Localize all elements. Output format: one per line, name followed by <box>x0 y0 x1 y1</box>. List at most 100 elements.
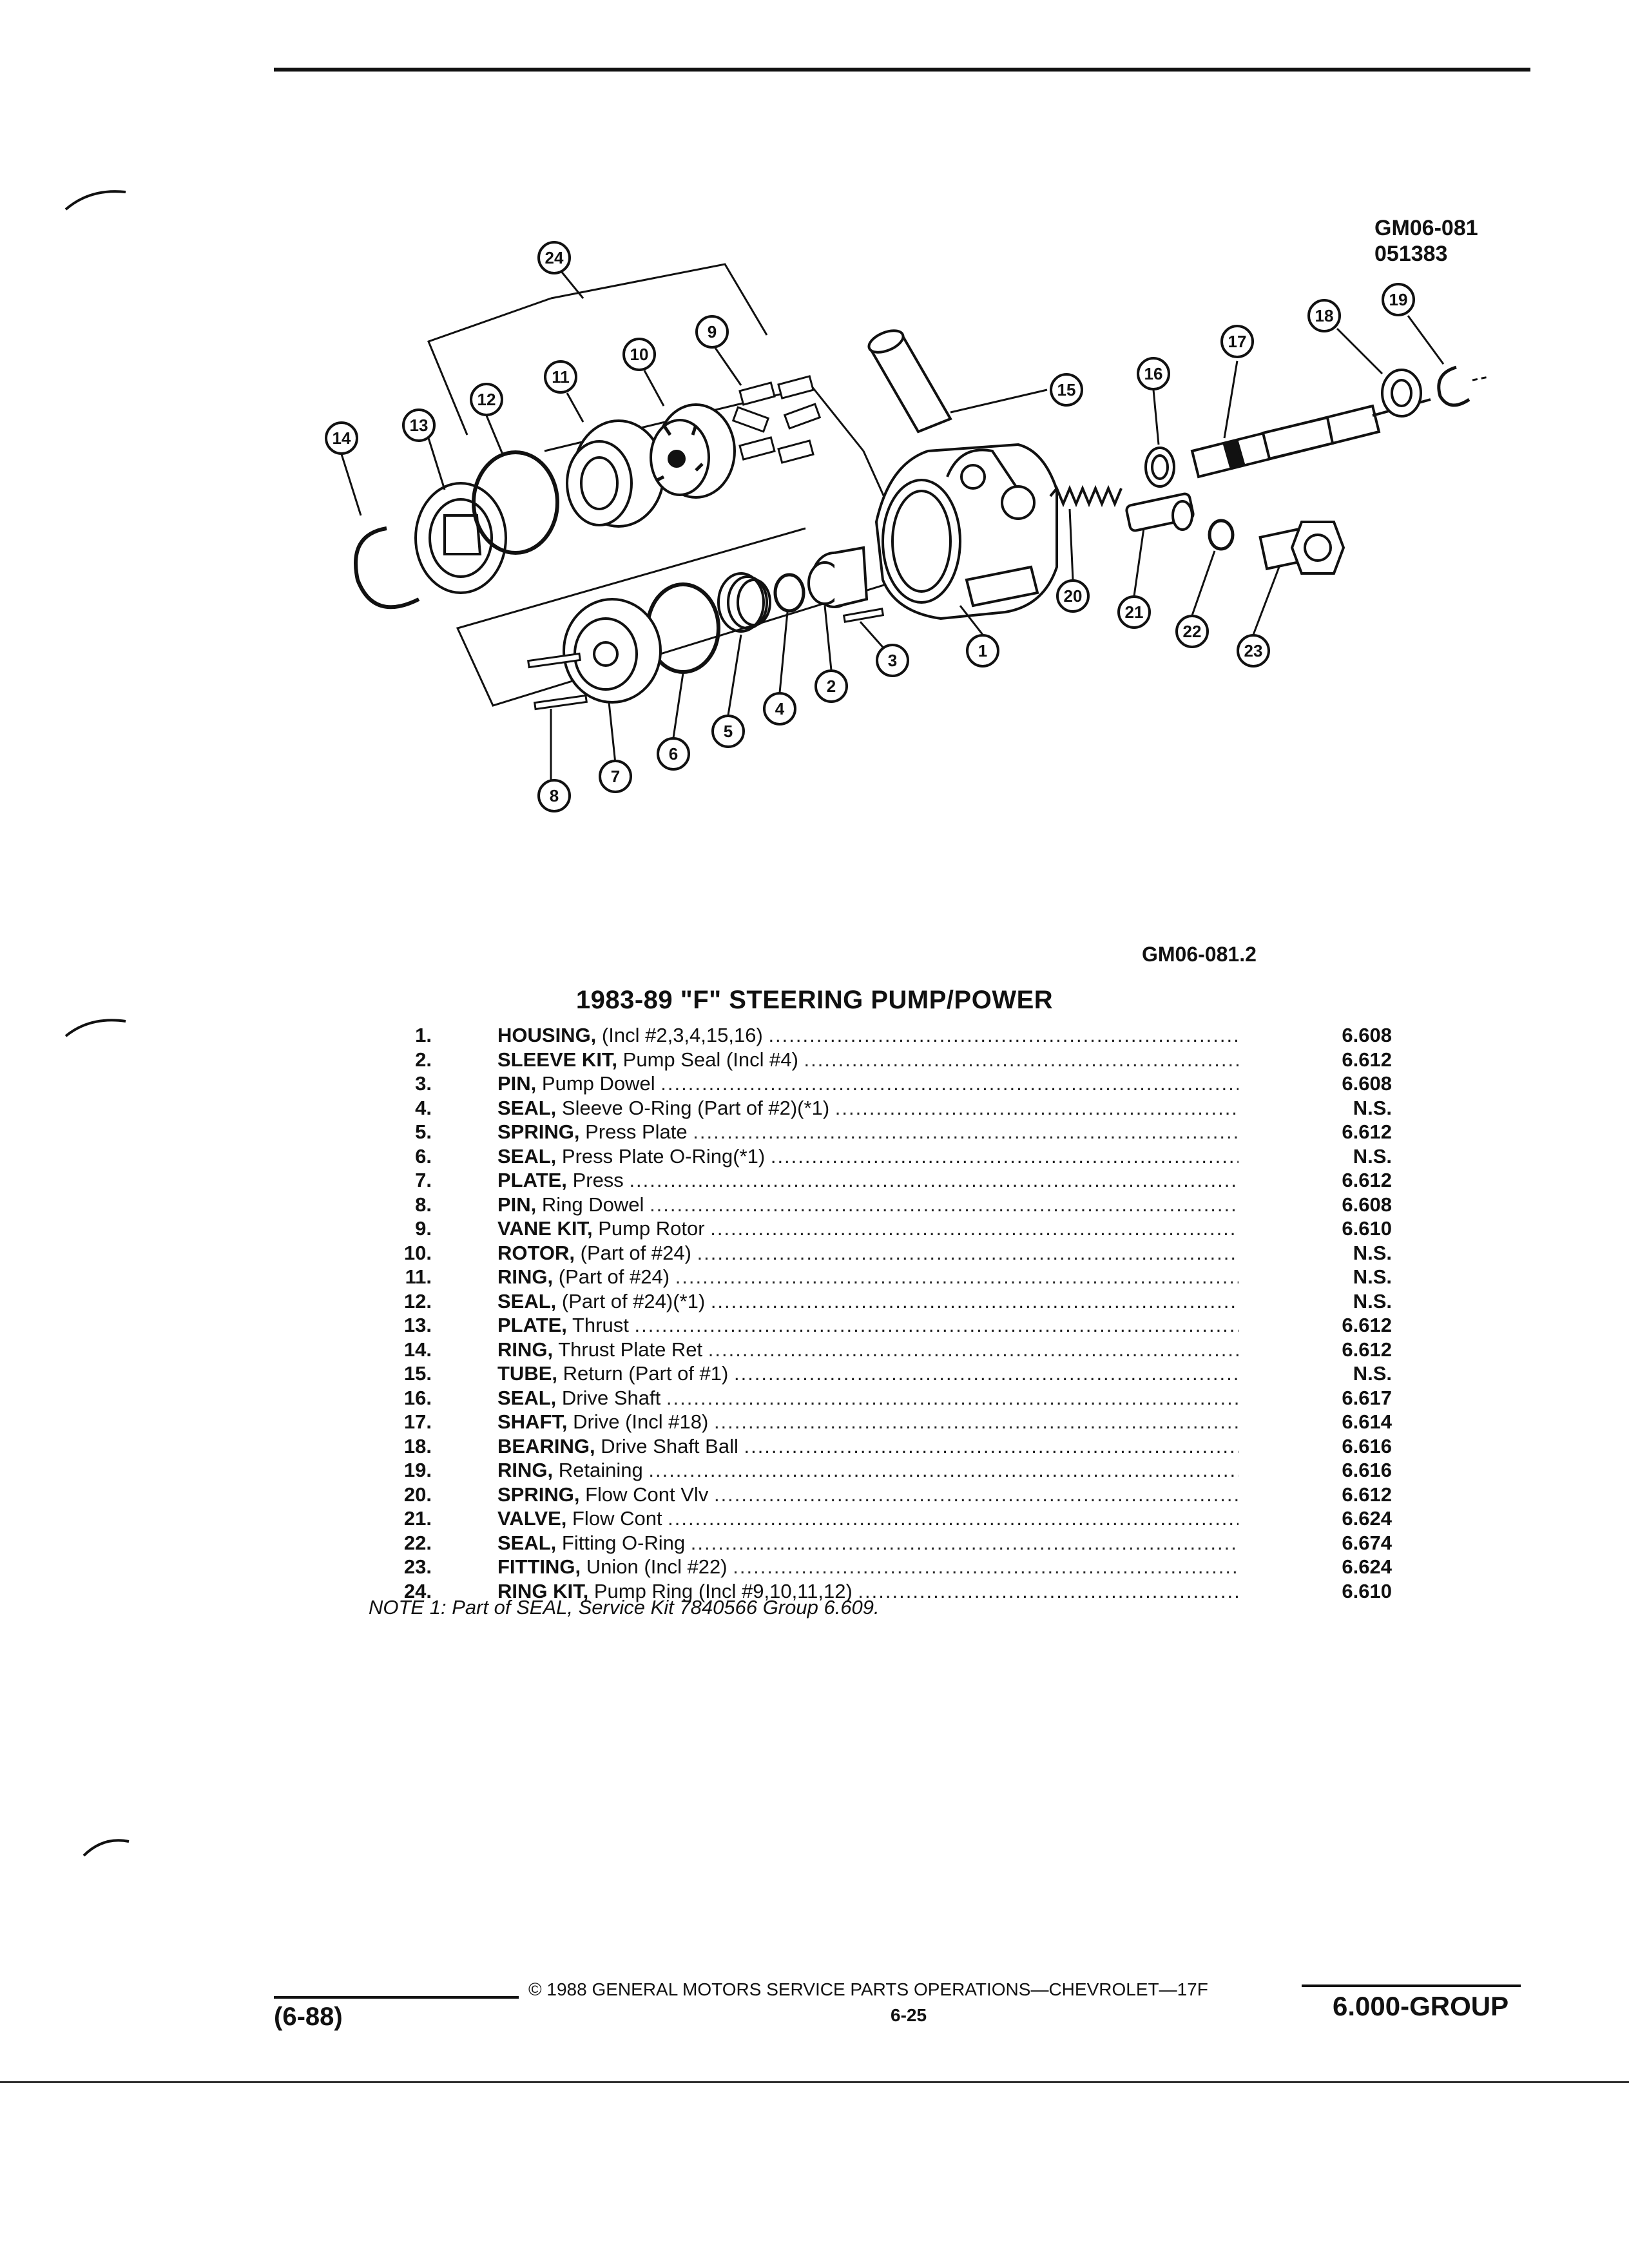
part-description: SPRING, Flow Cont Vlv ..................… <box>497 1483 1239 1506</box>
leader-dots: ........................................… <box>697 1241 1239 1264</box>
page-number: 6-25 <box>891 2005 927 2025</box>
part-name: SHAFT, <box>497 1410 568 1433</box>
callout-13: 13 <box>410 416 429 435</box>
part-description: SEAL, Sleeve O-Ring (Part of #2)(*1) ...… <box>497 1096 1239 1120</box>
part-22-fitting-o-ring <box>1208 519 1235 551</box>
leader-dots: ........................................… <box>693 1120 1239 1143</box>
part-row: 20. SPRING, Flow Cont Vlv ...............… <box>0 1483 1629 1506</box>
part-name: SPRING, <box>497 1120 580 1143</box>
part-group: 6.608 <box>1342 1072 1392 1095</box>
figure-reference: GM06-081.2 <box>1142 943 1257 966</box>
part-row: 11.RING, (Part of #24) .................… <box>0 1265 1629 1289</box>
part-row: 3.PIN, Pump Dowel ......................… <box>0 1072 1629 1095</box>
leader-dots: ........................................… <box>733 1362 1239 1385</box>
part-name: ROTOR, <box>497 1241 575 1264</box>
leader-dots: ........................................… <box>834 1096 1239 1119</box>
part-group: N.S. <box>1353 1289 1392 1312</box>
part-number: 9. <box>415 1217 432 1240</box>
callout-circles <box>325 241 1415 812</box>
part-group: N.S. <box>1353 1265 1392 1288</box>
part-description: PIN, Ring Dowel ........................… <box>497 1193 1239 1216</box>
callout-18: 18 <box>1315 306 1334 325</box>
part-group: 6.614 <box>1342 1410 1392 1433</box>
part-number: 6. <box>415 1144 432 1168</box>
part-17-drive-shaft <box>1190 398 1431 479</box>
callout-5: 5 <box>724 722 733 741</box>
part-detail: Fitting O-Ring <box>561 1531 686 1554</box>
part-row: 18.BEARING, Drive Shaft Ball ...........… <box>0 1434 1629 1458</box>
leader-dots: ........................................… <box>668 1507 1239 1530</box>
part-detail: (Part of #24) <box>580 1241 691 1264</box>
part-row: 7.PLATE, Press .........................… <box>0 1168 1629 1192</box>
part-row: 5.SPRING, Press Plate ..................… <box>0 1120 1629 1144</box>
part-detail: Drive (Incl #18) <box>573 1410 709 1433</box>
leader-dots: ........................................… <box>650 1193 1239 1216</box>
part-description: PLATE, Thrust ..........................… <box>497 1313 1239 1337</box>
part-name: RING, <box>497 1338 554 1361</box>
part-number: 23. <box>403 1555 432 1578</box>
part-16-drive-shaft-seal <box>1144 447 1175 488</box>
leader-dots: ........................................… <box>708 1338 1239 1361</box>
callout-22: 22 <box>1183 622 1202 641</box>
part-number: 2. <box>415 1048 432 1071</box>
part-row: 19. RING, Retaining .....................… <box>0 1458 1629 1482</box>
part-detail: (Part of #24) <box>558 1265 670 1288</box>
part-detail: Press Plate O-Ring(*1) <box>561 1144 766 1168</box>
part-name: RING, <box>497 1265 554 1288</box>
part-3-pump-dowel-pin <box>842 608 885 623</box>
part-detail: Sleeve O-Ring (Part of #2)(*1) <box>561 1096 830 1119</box>
part-name: SEAL, <box>497 1531 557 1554</box>
part-name: RING KIT, <box>497 1579 589 1602</box>
part-name: FITTING, <box>497 1555 581 1578</box>
part-4-sleeve-o-ring <box>773 573 805 613</box>
part-description: SEAL, Press Plate O-Ring(*1) ...........… <box>497 1144 1239 1168</box>
callout-17: 17 <box>1228 332 1247 351</box>
leader-dots: ........................................… <box>713 1483 1239 1506</box>
part-number: 19. <box>403 1459 432 1481</box>
part-description: RING, Retaining ........................… <box>497 1458 1239 1482</box>
bottom-rule <box>0 2081 1629 2083</box>
part-description: SEAL, (Part of #24)(*1) ................… <box>497 1289 1239 1313</box>
part-name: RING, <box>497 1459 554 1481</box>
part-detail: Drive Shaft Ball <box>601 1434 738 1457</box>
part-name: SEAL, <box>497 1144 557 1168</box>
part-group: 6.612 <box>1342 1048 1392 1071</box>
part-group: 6.612 <box>1342 1338 1392 1361</box>
part-description: TUBE, Return (Part of #1) ..............… <box>497 1361 1239 1385</box>
part-description: SHAFT, Drive (Incl #18) ................… <box>497 1410 1239 1434</box>
part-group: 6.610 <box>1342 1217 1392 1240</box>
part-group: 6.624 <box>1342 1555 1392 1578</box>
part-description: RING, (Part of #24) ....................… <box>497 1265 1239 1289</box>
part-description: SEAL, Drive Shaft ......................… <box>497 1386 1239 1410</box>
part-name: PIN, <box>497 1193 537 1216</box>
leader-dots: ........................................… <box>629 1169 1239 1191</box>
part-description: FITTING, Union (Incl #22) ..............… <box>497 1555 1239 1579</box>
part-11-ring <box>566 419 665 528</box>
callout-11: 11 <box>552 367 570 387</box>
part-group: 6.612 <box>1342 1169 1392 1191</box>
part-group: 6.612 <box>1342 1120 1392 1143</box>
part-number: 8. <box>415 1193 432 1216</box>
part-row: 4.SEAL, Sleeve O-Ring (Part of #2)(*1) .… <box>0 1096 1629 1120</box>
part-1-housing <box>874 443 1058 620</box>
part-number: 20. <box>403 1483 432 1506</box>
part-row: 21.VALVE, Flow Cont ....................… <box>0 1506 1629 1530</box>
part-8-ring-dowel-pins <box>526 652 588 711</box>
part-number: 14. <box>403 1338 432 1361</box>
part-10-rotor <box>650 403 736 499</box>
part-15-return-tube <box>867 329 952 434</box>
part-9-vanes <box>731 375 822 464</box>
part-group: 6.616 <box>1342 1459 1392 1481</box>
part-name: TUBE, <box>497 1362 557 1385</box>
part-21-flow-control-valve <box>1125 492 1195 532</box>
leader-dots: ........................................… <box>710 1217 1239 1240</box>
part-description: VALVE, Flow Cont .......................… <box>497 1506 1239 1530</box>
callout-8: 8 <box>550 786 559 805</box>
part-detail: Press Plate <box>585 1120 688 1143</box>
callout-19: 19 <box>1389 290 1408 309</box>
part-detail: Pump Ring (Incl #9,10,11,12) <box>593 1579 853 1602</box>
revision-date: (6-88) <box>274 2003 343 2031</box>
part-description: SPRING, Press Plate ....................… <box>497 1120 1239 1144</box>
part-number: 10. <box>403 1241 432 1264</box>
part-name: PLATE, <box>497 1169 567 1191</box>
